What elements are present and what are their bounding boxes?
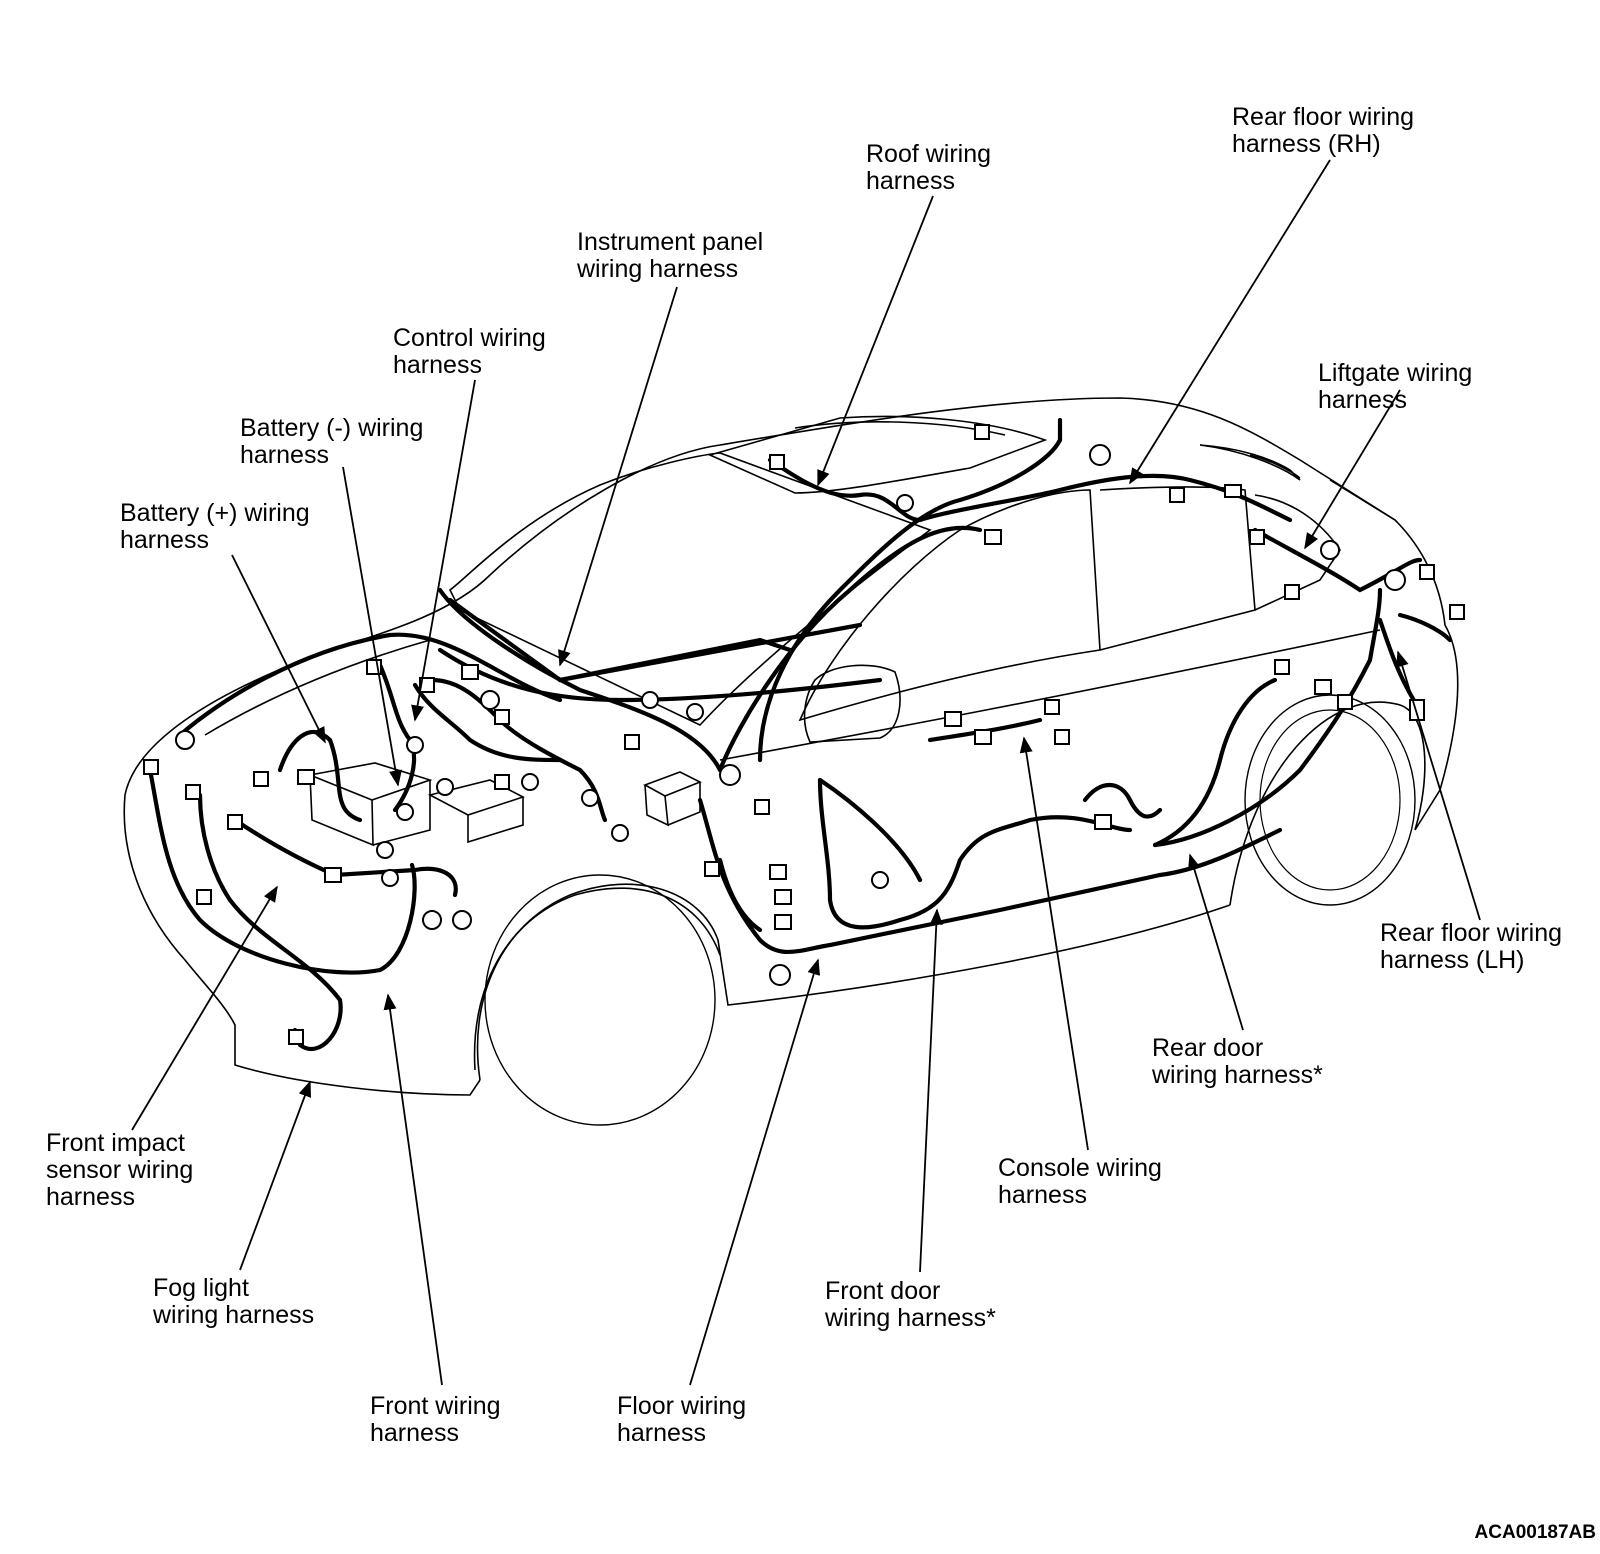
- car-body-outline: [123, 397, 1459, 1126]
- arrow-roof: [817, 195, 934, 487]
- label-control-wiring-harness: Control wiring harness: [393, 324, 546, 379]
- label-battery-positive-wiring-harness: Battery (+) wiring harness: [120, 499, 310, 554]
- arrow-front: [383, 993, 443, 1386]
- label-roof-wiring-harness: Roof wiring harness: [866, 140, 992, 195]
- arrow-battery-pos: [231, 554, 326, 744]
- label-rear-floor-wiring-harness-rh: Rear floor wiring harness (RH): [1232, 103, 1415, 158]
- leader-arrows: [131, 159, 1481, 1386]
- connectors: [143, 424, 1465, 1045]
- label-fog-light-wiring-harness: Fog light wiring harness: [153, 1274, 315, 1329]
- arrow-control: [411, 379, 476, 722]
- label-front-wiring-harness: Front wiring harness: [370, 1392, 501, 1447]
- figure-code: ACA00187AB: [1474, 1522, 1596, 1543]
- label-rear-floor-wiring-harness-lh: Rear floor wiring harness (LH): [1380, 919, 1563, 974]
- arrow-instrument-panel: [558, 286, 678, 667]
- label-liftgate-wiring-harness: Liftgate wiring harness: [1318, 359, 1473, 414]
- arrow-fog-light: [239, 1080, 311, 1271]
- label-battery-negative-wiring-harness: Battery (-) wiring harness: [240, 414, 424, 469]
- arrow-floor: [689, 958, 821, 1386]
- arrow-front-impact: [131, 885, 278, 1131]
- arrow-battery-neg: [342, 466, 402, 787]
- arrow-rear-floor-rh: [1129, 159, 1331, 485]
- arrow-console: [1019, 736, 1089, 1151]
- label-front-impact-sensor-wiring-harness: Front impact sensor wiring harness: [46, 1129, 194, 1211]
- label-front-door-wiring-harness: Front door wiring harness*: [825, 1277, 996, 1332]
- arrow-rear-floor-lh: [1396, 650, 1481, 921]
- arrow-liftgate: [1304, 389, 1401, 550]
- label-rear-door-wiring-harness: Rear door wiring harness*: [1152, 1034, 1323, 1089]
- label-floor-wiring-harness: Floor wiring harness: [617, 1392, 747, 1447]
- label-console-wiring-harness: Console wiring harness: [998, 1154, 1162, 1209]
- label-instrument-panel-wiring-harness: Instrument panel wiring harness: [577, 228, 764, 283]
- arrow-rear-door: [1188, 853, 1244, 1031]
- arrow-front-door: [919, 908, 943, 1273]
- wiring-harness-lines: [147, 417, 1453, 1052]
